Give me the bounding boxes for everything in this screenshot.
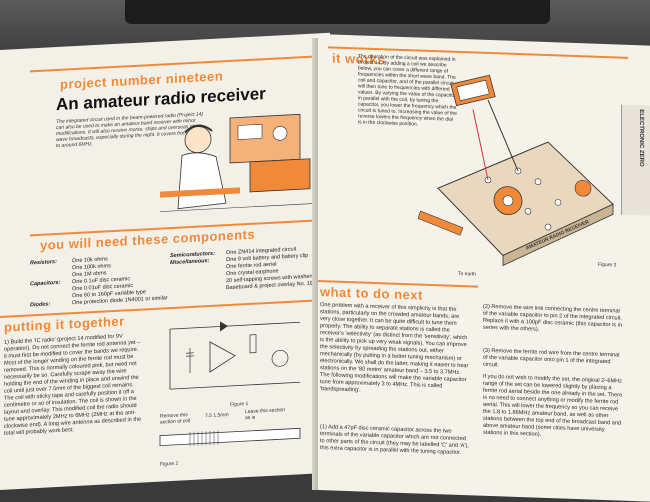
figure-2-label: Figure 2	[160, 461, 178, 468]
fig2-remove-label: Remove this section of coil	[160, 412, 200, 426]
board-layout-illustration	[418, 67, 618, 274]
closing-text: If you do not wish to modify the set, th…	[483, 374, 623, 479]
fig2-dims-label: 7.5 1.5mm	[205, 412, 229, 419]
next-heading: what to do next	[320, 284, 423, 303]
assembly-text: 1) Build the 'IC radio' (project 14 modi…	[4, 332, 144, 479]
right-page: it works The operation of the circuit wa…	[318, 34, 650, 502]
diodes-label: Diodes:	[30, 301, 50, 309]
capacitors-label: Capacitors:	[30, 280, 60, 289]
side-tab: ELECTRONIC ZERO	[621, 105, 650, 216]
step-1: (1) Add a 47pF disc ceramic capacitor ac…	[320, 424, 470, 479]
operator-illustration	[160, 103, 325, 222]
resistors-label: Resistors:	[30, 259, 57, 267]
figure-3-label: Figure 3	[598, 262, 616, 269]
left-page: project number nineteen An amateur radio…	[0, 33, 330, 490]
step-3: (3) Remove the ferrite rod wire from the…	[483, 348, 623, 375]
misc-label: Miscellaneous:	[170, 258, 209, 267]
figure-1-label: Figure 1	[230, 401, 248, 408]
keyboard	[125, 0, 550, 24]
fig2-leave-label: Leave this section as is	[245, 407, 290, 421]
open-book: project number nineteen An amateur radio…	[0, 28, 650, 488]
circuit-diagram	[150, 311, 315, 405]
components-heading: you will need these components	[40, 227, 255, 253]
next-text: One problem with a receiver of this simp…	[320, 302, 470, 427]
step-2: (2) Remove the wire link connecting the …	[483, 304, 623, 351]
to-earth-label: To earth	[458, 271, 476, 278]
side-tab-label: ELECTRONIC ZERO	[638, 109, 644, 167]
